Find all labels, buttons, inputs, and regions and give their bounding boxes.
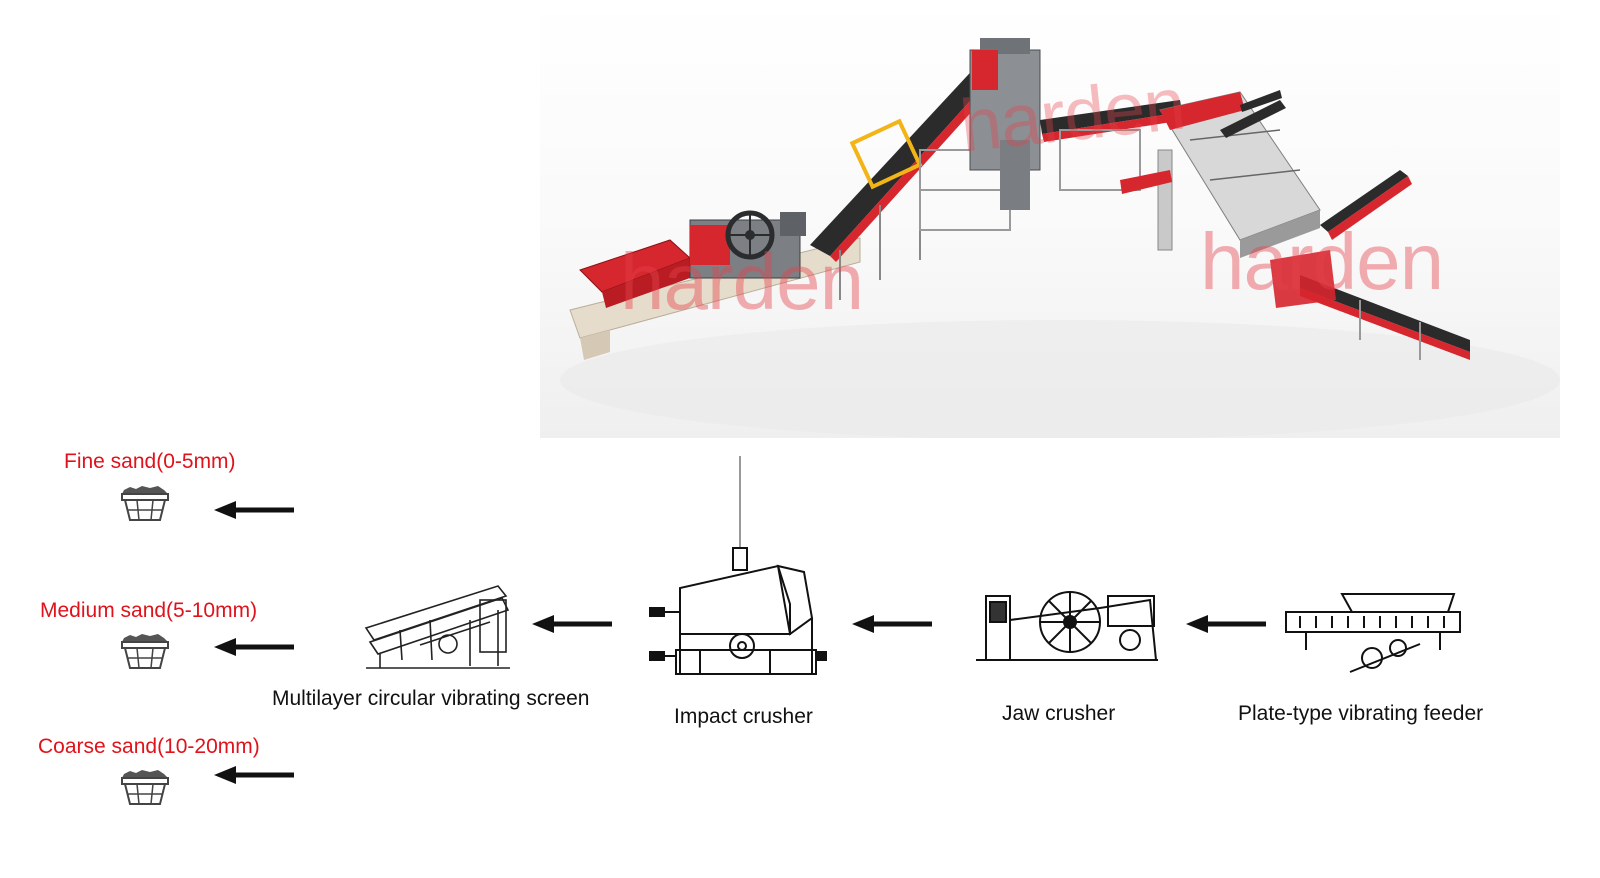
flow-arrow-icon	[852, 615, 932, 633]
flow-arrow-icon	[214, 501, 294, 519]
sand-bin-icon	[121, 633, 169, 669]
sand-bin-icon	[121, 769, 169, 805]
brand-watermark: harden	[620, 237, 864, 326]
output-label-coarse-sand: Coarse sand(10-20mm)	[38, 735, 260, 758]
equipment-label-vibrating-screen: Multilayer circular vibrating screen	[272, 687, 590, 710]
equipment-label-impact-crusher: Impact crusher	[674, 705, 813, 728]
sand-bin-icon	[121, 485, 169, 521]
flow-arrow-icon	[214, 638, 294, 656]
plant-render-illustration	[560, 38, 1560, 438]
equipment-label-jaw-crusher: Jaw crusher	[1002, 702, 1116, 725]
plant-render: harden harden harden	[540, 0, 1560, 438]
equipment-label-vibrating-feeder: Plate-type vibrating feeder	[1238, 702, 1484, 725]
jaw-crusher-icon	[976, 591, 1158, 661]
flow-arrow-icon	[1186, 615, 1266, 633]
impact-crusher-icon	[649, 456, 827, 675]
vibrating-feeder-icon	[1285, 593, 1461, 673]
output-label-fine-sand: Fine sand(0-5mm)	[64, 450, 236, 473]
brand-watermark: harden	[1200, 217, 1444, 306]
vibrating-screen-icon	[364, 585, 510, 669]
output-label-medium-sand: Medium sand(5-10mm)	[40, 599, 258, 622]
flow-arrow-icon	[214, 766, 294, 784]
flow-arrow-icon	[532, 615, 612, 633]
